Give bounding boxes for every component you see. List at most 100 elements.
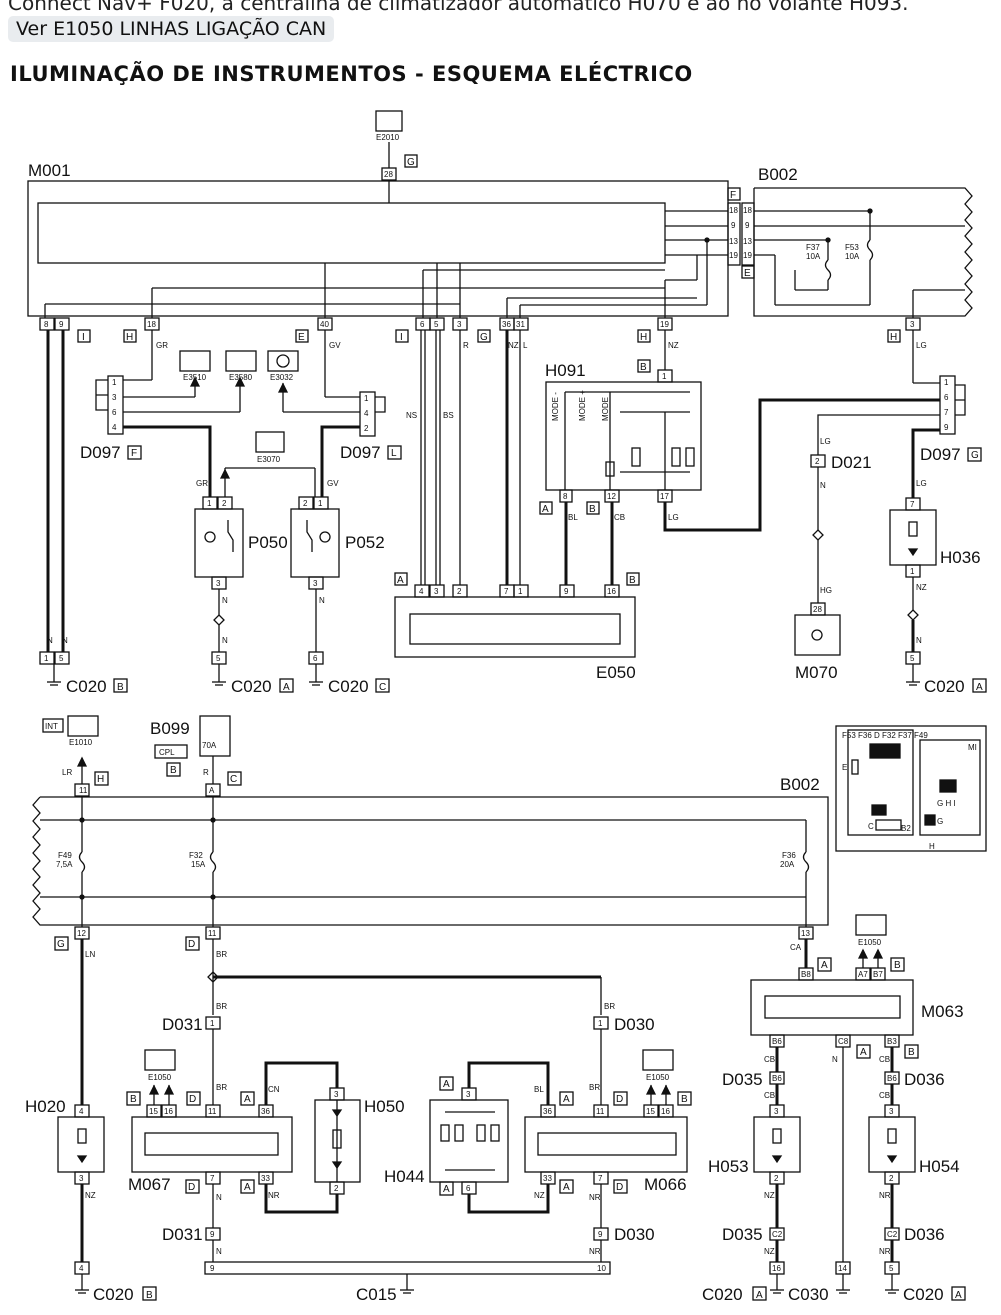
svg-text:D: D	[616, 1182, 623, 1193]
fuse-label: F36	[782, 851, 796, 860]
pin-label: 9	[59, 320, 64, 329]
svg-text:A: A	[563, 1094, 570, 1105]
d097-f-label: D097	[80, 443, 121, 462]
connector-letter: A	[283, 682, 290, 693]
svg-text:B3: B3	[887, 1037, 897, 1046]
wire-color: BR	[216, 1083, 227, 1092]
fuse-rating: 70A	[202, 741, 217, 750]
svg-text:C2: C2	[887, 1230, 898, 1239]
pin-label: 18	[729, 206, 738, 215]
pin-label: 19	[729, 251, 738, 260]
svg-text:5: 5	[216, 654, 221, 663]
wire-color: CB	[764, 1091, 775, 1100]
svg-text:3: 3	[466, 1090, 471, 1099]
inset-letter: C	[868, 822, 874, 831]
wire-color: N	[216, 1247, 222, 1256]
svg-text:28: 28	[813, 605, 822, 614]
pin-label: 11	[208, 929, 217, 938]
svg-text:B: B	[130, 1094, 137, 1105]
connector-letter: A	[542, 504, 549, 515]
svg-text:3: 3	[334, 1090, 339, 1099]
can-lines-link[interactable]: Ver E1050 LINHAS LIGAÇÃO CAN	[8, 16, 335, 42]
svg-text:3: 3	[774, 1107, 779, 1116]
ground-c020-label: C020	[924, 677, 965, 696]
page-title: ILUMINAÇÃO DE INSTRUMENTOS - ESQUEMA ELÉ…	[10, 62, 693, 86]
connector-letter: B	[589, 504, 596, 515]
fuse-label: F37	[806, 243, 820, 252]
svg-text:B6: B6	[772, 1037, 782, 1046]
wire-color: NZ	[916, 583, 927, 592]
svg-text:1: 1	[318, 499, 323, 508]
wire-color: N	[222, 596, 228, 605]
h050-label: H050	[364, 1097, 405, 1116]
svg-text:7: 7	[944, 408, 949, 417]
svg-text:5: 5	[889, 1264, 894, 1273]
b099-battery	[199, 715, 231, 757]
d030-bottom-label: D030	[614, 1225, 655, 1244]
svg-text:1: 1	[210, 1019, 215, 1028]
wire-color: R	[203, 768, 209, 777]
svg-text:A: A	[443, 1079, 450, 1090]
wire-color: BR	[589, 1083, 600, 1092]
wire-color: N	[222, 636, 228, 645]
svg-text:A: A	[756, 1290, 763, 1301]
svg-text:7: 7	[210, 1174, 215, 1183]
d035-label: D035	[722, 1070, 763, 1089]
svg-text:16: 16	[661, 1107, 670, 1116]
cpl-label: CPL	[159, 748, 175, 757]
int-label: INT	[45, 722, 58, 731]
pin-label: A	[209, 786, 215, 795]
inset-fuse-labels: F53 F36 D F32 F37 F49	[842, 731, 928, 740]
inset-letter: MI	[968, 743, 977, 752]
d031-label: D031	[162, 1015, 203, 1034]
svg-text:16: 16	[164, 1107, 173, 1116]
svg-text:33: 33	[543, 1174, 552, 1183]
connector-letter: L	[391, 448, 397, 459]
connector-letter: G	[480, 332, 488, 343]
svg-text:1: 1	[662, 372, 667, 381]
svg-text:8: 8	[563, 492, 568, 501]
connector-letter: D	[188, 939, 195, 950]
svg-text:7: 7	[910, 500, 915, 509]
svg-text:1: 1	[207, 499, 212, 508]
svg-text:1: 1	[598, 1019, 603, 1028]
d021-label: D021	[831, 453, 872, 472]
h020-label: H020	[25, 1097, 66, 1116]
connector-letter: G	[57, 939, 65, 950]
svg-text:9: 9	[944, 423, 949, 432]
svg-text:3: 3	[313, 579, 318, 588]
wire-color: LG	[820, 437, 831, 446]
fuse-label: F32	[189, 851, 203, 860]
pin-label: B8	[801, 970, 811, 979]
wire-color: NS	[406, 411, 417, 420]
svg-text:5: 5	[59, 654, 64, 663]
svg-text:A: A	[443, 1184, 450, 1195]
svg-text:12: 12	[607, 492, 616, 501]
wire-color: BR	[216, 950, 227, 959]
m066-body	[524, 1116, 688, 1173]
inset-letter: E	[842, 763, 847, 772]
icon-label: E1050	[858, 938, 882, 947]
svg-text:4: 4	[419, 587, 424, 596]
pin-label: 9	[731, 221, 736, 230]
pin-label: 36	[502, 320, 511, 329]
connector-letter: H	[640, 332, 647, 343]
svg-text:17: 17	[660, 492, 669, 501]
svg-text:1: 1	[944, 378, 949, 387]
icon-label: E3580	[229, 373, 253, 382]
e050-body	[394, 596, 636, 658]
m066-label: M066	[644, 1175, 687, 1194]
svg-text:A: A	[244, 1182, 251, 1193]
connector-letter: F	[730, 190, 736, 201]
e2010-label: E2010	[376, 133, 400, 142]
svg-text:3: 3	[112, 393, 117, 402]
pin-label: B7	[873, 970, 883, 979]
connector-letter: E	[744, 268, 751, 279]
svg-text:6: 6	[313, 654, 318, 663]
d035-bottom-label: D035	[722, 1225, 763, 1244]
wire-color: NZ	[534, 1191, 545, 1200]
svg-text:4: 4	[79, 1107, 84, 1116]
wire-color: BL	[568, 513, 578, 522]
m063-label: M063	[921, 1002, 964, 1021]
wire-color: R	[463, 341, 469, 350]
